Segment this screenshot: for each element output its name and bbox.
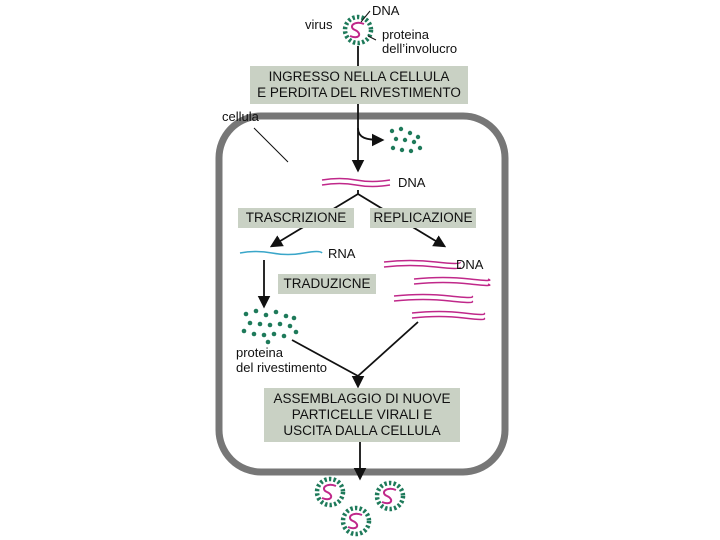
dna-label-center: DNA [398, 175, 426, 190]
cell-label: cellula [222, 109, 259, 124]
new-virion-left [314, 476, 346, 508]
virus-dna-coil [349, 21, 365, 39]
dna-label-right: DNA [456, 257, 484, 272]
viral-dna-strands [321, 177, 391, 188]
rna-label: RNA [328, 246, 356, 261]
shed-coat-proteins [389, 126, 423, 154]
dna-label-top: DNA [372, 3, 400, 18]
line-proteins-to-assembly [291, 339, 359, 377]
virus-particle-top [342, 14, 374, 46]
step-transcription-box: TRASCRIZIONE [238, 208, 354, 228]
coat-proteins-cluster [241, 308, 299, 345]
step-translation-label: TRADUZICNE [283, 276, 371, 291]
replicated-dna-strands [383, 259, 491, 321]
step-translation-box: TRADUZICNE [278, 274, 376, 294]
arrow-to-shed-coat [357, 127, 385, 147]
step-replication-box: REPLICAZIONE [370, 208, 476, 228]
envelope-protein-label-1: proteina [382, 27, 429, 42]
step-assembly-box: ASSEMBLAGGIO DI NUOVE PARTICELLE VIRALI … [264, 388, 460, 442]
new-virion-bottom [340, 505, 372, 537]
virus-capsid-dots [342, 14, 374, 46]
step-entry-box: INGRESSO NELLA CELLULA E PERDITA DEL RIV… [250, 66, 468, 104]
step-assembly-line1: ASSEMBLAGGIO DI NUOVE [273, 391, 451, 406]
envelope-protein-label-2: dell’involucro [382, 41, 458, 56]
mrna-strand [239, 250, 323, 256]
step-replication-label: REPLICAZIONE [373, 210, 473, 225]
step-assembly-line3: USCITA DALLA CELLULA [283, 423, 441, 438]
virus-label: virus [305, 17, 333, 32]
coat-protein-label-1: proteina [236, 345, 283, 360]
coat-protein-label-2: del rivestimento [236, 360, 328, 375]
step-entry-line2: E PERDITA DEL RIVESTIMENTO [257, 85, 461, 100]
step-entry-line1: INGRESSO NELLA CELLULA [268, 69, 450, 84]
step-assembly-line2: PARTICELLE VIRALI E [291, 407, 433, 422]
line-dna-to-assembly [357, 321, 419, 377]
dna-pointer-top [360, 10, 371, 23]
cell-label-pointer [253, 127, 289, 163]
step-transcription-label: TRASCRIZIONE [245, 210, 347, 225]
new-virion-right [374, 480, 406, 512]
envelope-pointer [367, 35, 377, 41]
